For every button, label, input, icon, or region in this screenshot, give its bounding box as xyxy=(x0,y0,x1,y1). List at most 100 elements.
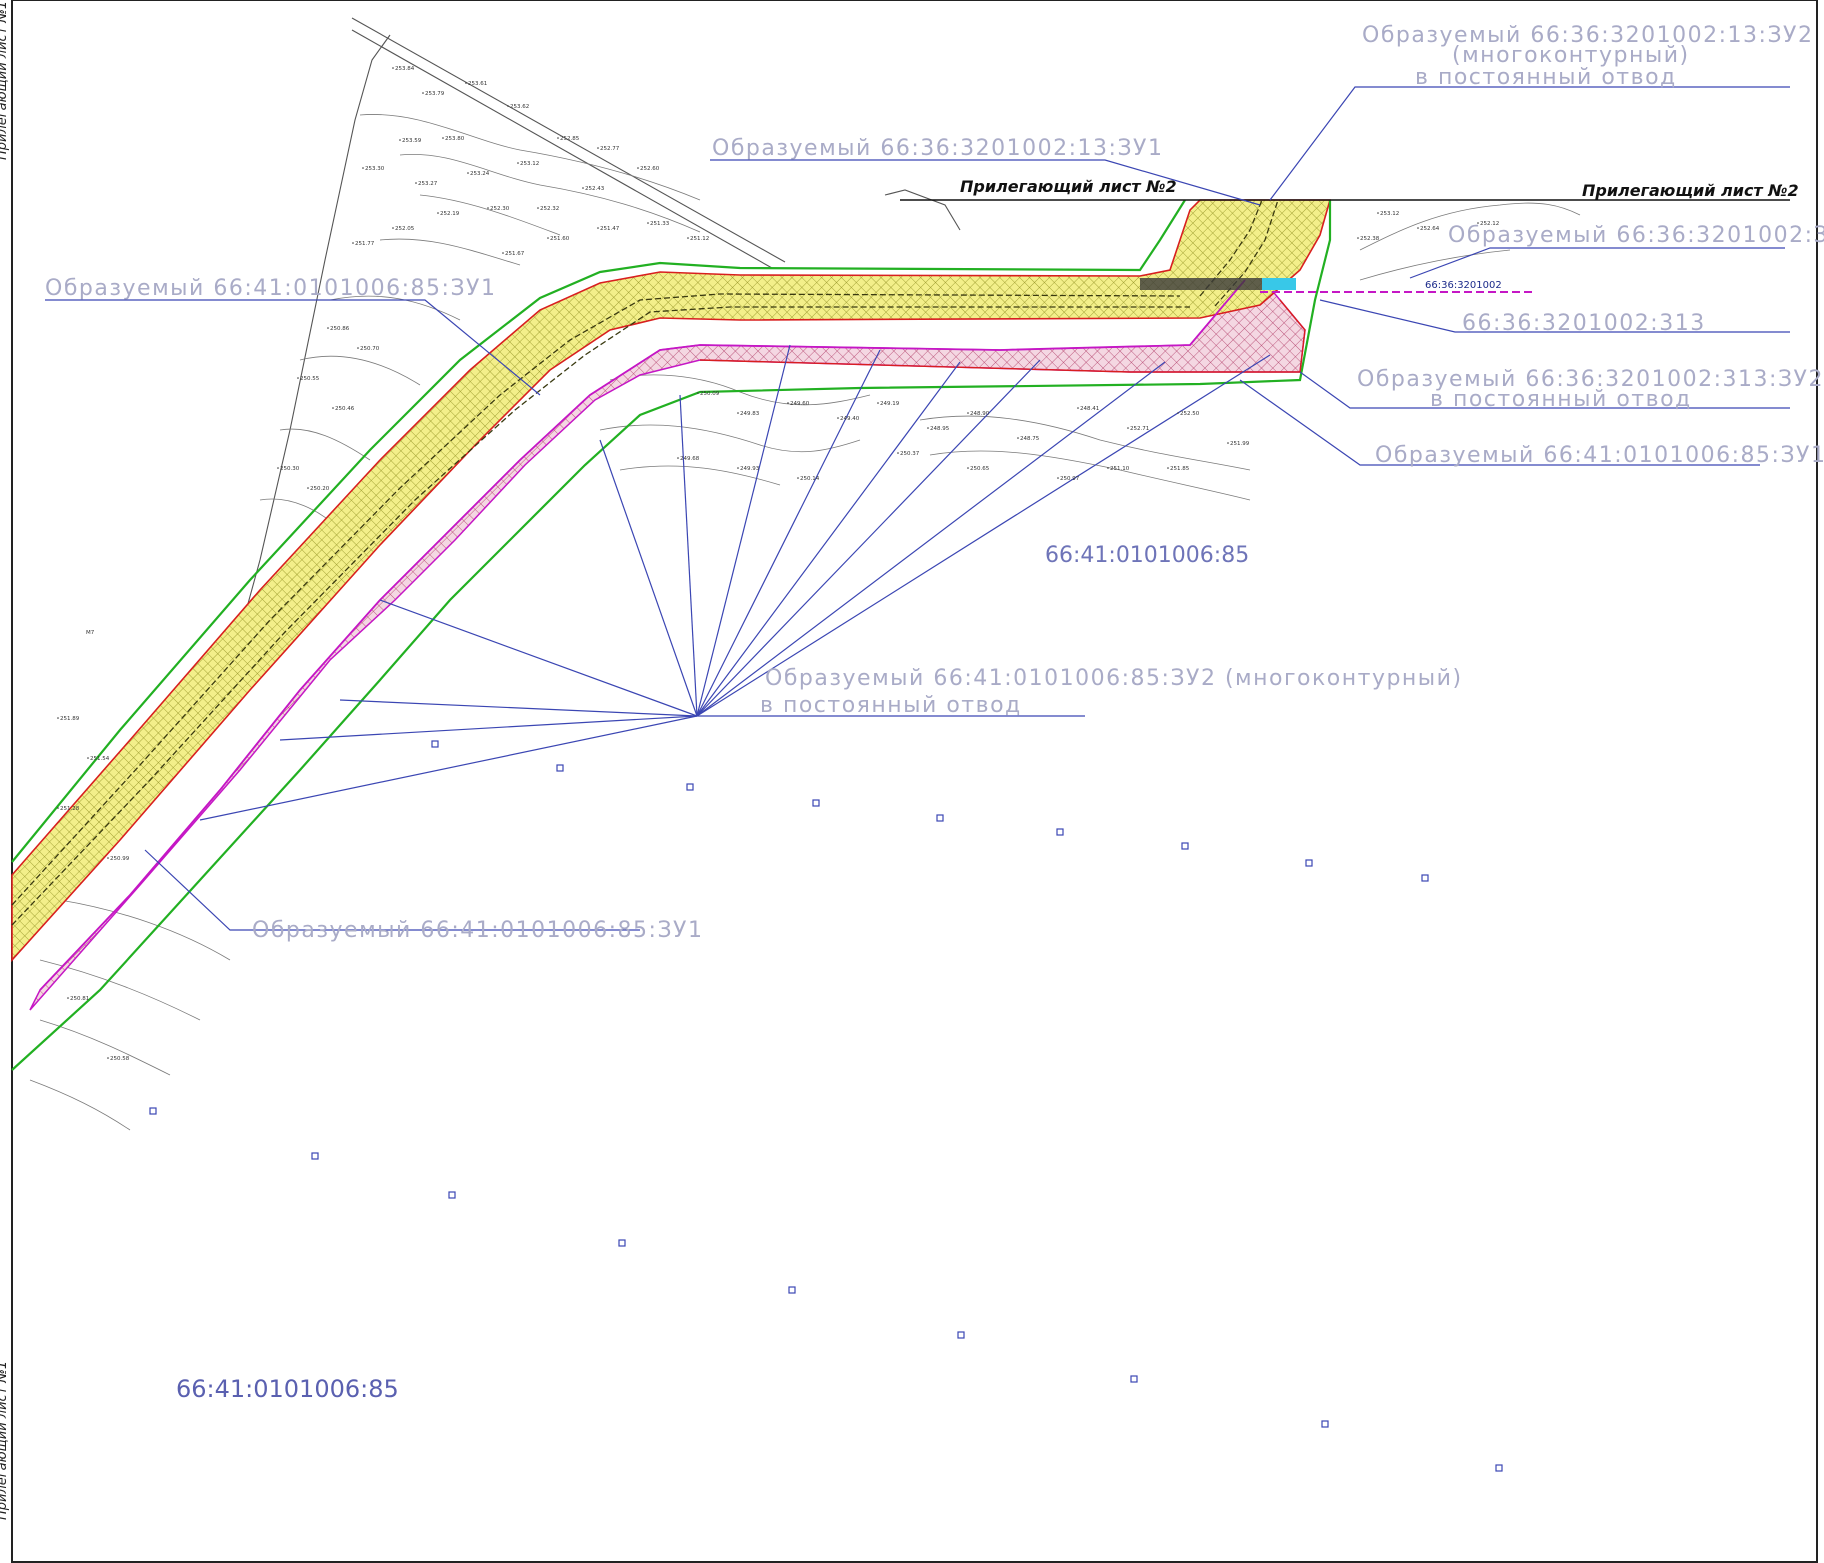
elevation-dot xyxy=(107,1057,109,1059)
elevation-mark: 251.60 xyxy=(550,236,570,242)
elevation-mark: 248.95 xyxy=(930,426,950,432)
elevation-mark: 249.40 xyxy=(840,416,860,422)
elevation-dot xyxy=(399,139,401,141)
boundary-magenta xyxy=(39,279,1246,991)
road-corridor xyxy=(11,199,1332,963)
elevation-mark: 252.71 xyxy=(1130,426,1149,432)
elevation-dot xyxy=(1127,427,1129,429)
elevation-mark: 253.79 xyxy=(425,91,445,97)
elevation-dot xyxy=(897,452,899,454)
elevation-mark: 252.38 xyxy=(1360,236,1380,242)
elevation-mark: 250.37 xyxy=(900,451,920,457)
elevation-dot xyxy=(787,402,789,404)
elevation-mark: 253.30 xyxy=(365,166,385,172)
cyan-marker xyxy=(1262,278,1296,290)
elevation-dot xyxy=(1417,227,1419,229)
elevation-mark: 250.81 xyxy=(70,996,89,1002)
elevation-dot xyxy=(967,412,969,414)
elevation-dot xyxy=(415,182,417,184)
elevation-mark: 248.90 xyxy=(970,411,990,417)
elevation-dot xyxy=(737,412,739,414)
elevation-mark: 253.24 xyxy=(470,171,490,177)
elevation-dot xyxy=(442,137,444,139)
elevation-mark: 250.30 xyxy=(280,466,300,472)
elevation-mark: 249.83 xyxy=(740,411,760,417)
elevation-mark: 253.12 xyxy=(1380,211,1399,217)
elevation-mark: 252.30 xyxy=(490,206,510,212)
elevation-dot xyxy=(297,377,299,379)
label-zu1-85-left: Образуемый 66:41:0101006:85:ЗУ1 xyxy=(45,276,496,301)
elevation-mark: 249.68 xyxy=(680,456,700,462)
elevation-mark: 248.41 xyxy=(1080,406,1099,412)
elevation-dot xyxy=(1077,407,1079,409)
label-adjacent-sheet-right: Прилегающий лист №2 xyxy=(1582,181,1799,200)
elevation-dot xyxy=(597,227,599,229)
elevation-mark: 250.99 xyxy=(110,856,130,862)
label-zu1-3201002-13: Образуемый 66:36:3201002:13:ЗУ1 xyxy=(712,136,1163,161)
elevation-dot xyxy=(1177,412,1179,414)
elevation-dot xyxy=(107,857,109,859)
elevation-mark: 251.85 xyxy=(1170,466,1190,472)
elevation-dot xyxy=(392,67,394,69)
elevation-dot xyxy=(967,467,969,469)
elevation-dot xyxy=(67,997,69,999)
label-zu1-85-right: Образуемый 66:41:0101006:85:ЗУ1 xyxy=(1375,443,1824,468)
elevation-dot xyxy=(1167,467,1169,469)
elevation-mark: 251.77 xyxy=(355,241,375,247)
elevation-dot xyxy=(487,207,489,209)
elevation-dot xyxy=(332,407,334,409)
elevation-mark: 252.50 xyxy=(1180,411,1200,417)
label-zu2-3201002-13-line2: (многоконтурный) xyxy=(1452,43,1690,68)
elevation-dot xyxy=(837,417,839,419)
elevation-dot xyxy=(877,402,879,404)
side-note-top: Прилегающий лист №1 xyxy=(0,1,10,160)
elevation-dot xyxy=(1357,237,1359,239)
elevation-dot xyxy=(502,252,504,254)
elevation-mark: 252.77 xyxy=(600,146,620,152)
elevation-dot xyxy=(677,457,679,459)
sheet-frame xyxy=(11,0,1818,1563)
boundary-green xyxy=(11,199,1332,1071)
elevation-mark: 252.05 xyxy=(395,226,415,232)
elevation-mark: 253.59 xyxy=(402,138,422,144)
label-adjacent-sheet-left: Прилегающий лист №2 xyxy=(960,177,1177,196)
elevation-dot xyxy=(1377,212,1379,214)
label-parcel-85-bottom: 66:41:0101006:85 xyxy=(176,1375,399,1403)
elevation-mark: 253.12 xyxy=(520,161,539,167)
label-zu2-3201002-13-line3: в постоянный отвод xyxy=(1415,65,1677,90)
elevation-dot xyxy=(927,427,929,429)
elevation-dot xyxy=(467,172,469,174)
label-quarter-code: 66:36:3201002 xyxy=(1425,280,1502,291)
label-zu2-313-line1: Образуемый 66:36:3201002:313:ЗУ2 xyxy=(1357,367,1824,392)
elevation-mark: 251.12 xyxy=(690,236,709,242)
label-zu2-85-line2: в постоянный отвод xyxy=(760,693,1022,718)
elevation-mark: 250.58 xyxy=(110,1056,130,1062)
elevation-dot xyxy=(517,162,519,164)
elevation-mark: 253.27 xyxy=(418,181,438,187)
elevation-mark: 249.19 xyxy=(880,401,900,407)
elevation-mark: 250.70 xyxy=(360,346,380,352)
elevation-dot xyxy=(362,167,364,169)
elevation-dot xyxy=(87,757,89,759)
elevation-mark: 253.84 xyxy=(395,66,415,72)
elevation-dot xyxy=(687,237,689,239)
elevation-marks: 253.84253.79253.61253.62253.80253.59253.… xyxy=(57,66,1499,1062)
elevation-mark: 252.85 xyxy=(560,136,580,142)
elevation-mark: 253.61 xyxy=(468,81,487,87)
elevation-mark: 251.10 xyxy=(1110,466,1130,472)
elevation-mark: 251.89 xyxy=(60,716,80,722)
label-parcel-85-center: 66:41:0101006:85 xyxy=(1045,543,1249,568)
elevation-dot xyxy=(637,167,639,169)
elevation-dot xyxy=(327,327,329,329)
elevation-dot xyxy=(697,392,699,394)
elevation-mark: 252.43 xyxy=(585,186,605,192)
elevation-dot xyxy=(597,147,599,149)
side-note-bottom: Прилегающий лист №1 xyxy=(0,1361,10,1520)
elevation-mark: 252.64 xyxy=(1420,226,1440,232)
elevation-mark: 251.47 xyxy=(600,226,620,232)
elevation-dot xyxy=(422,92,424,94)
elevation-mark: 251.99 xyxy=(1230,441,1250,447)
elevation-mark: 249.60 xyxy=(790,401,810,407)
label-parcel-313: 66:36:3201002:313 xyxy=(1462,311,1706,336)
elevation-dot xyxy=(57,717,59,719)
